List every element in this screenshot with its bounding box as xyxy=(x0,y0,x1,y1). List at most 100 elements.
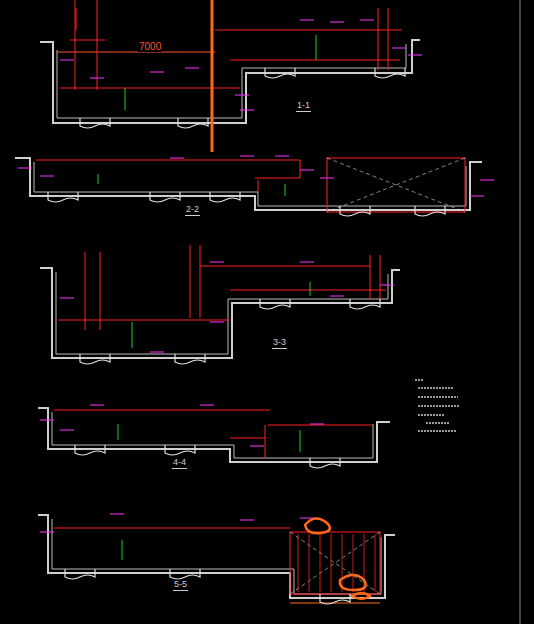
footing-pad xyxy=(165,445,195,455)
note-line xyxy=(418,405,460,407)
annotation-tick xyxy=(330,22,344,23)
annotation-tick xyxy=(470,196,484,197)
green-marker xyxy=(118,424,300,452)
section-outline xyxy=(52,412,373,458)
annotation-tick xyxy=(90,78,104,79)
note-line xyxy=(415,379,423,381)
annotation-tick xyxy=(110,514,124,515)
cut-line xyxy=(211,0,214,152)
annotation-tick xyxy=(170,158,184,159)
rebar-stroke xyxy=(375,534,376,592)
dimension-line xyxy=(57,52,215,53)
frame-line xyxy=(520,0,521,624)
footing-pad xyxy=(80,354,110,364)
rebar-stroke xyxy=(309,534,310,592)
section-label: 5-5 xyxy=(173,580,188,591)
dimension-text: 7000 xyxy=(138,41,162,52)
footing-pad xyxy=(150,192,180,202)
footing-pad xyxy=(310,458,340,468)
annotation-tick xyxy=(300,262,314,263)
green-marker xyxy=(122,540,123,560)
annotation-tick xyxy=(18,168,32,169)
note-line xyxy=(418,396,458,398)
footing-pad xyxy=(170,569,200,579)
rebar-line xyxy=(58,255,386,320)
rebar-stroke xyxy=(320,534,321,592)
annotation-tick xyxy=(60,60,74,61)
section-label: 1-1 xyxy=(296,101,311,112)
rebar-hatch xyxy=(298,534,375,592)
annotation-tick xyxy=(250,446,264,447)
footing-pad xyxy=(260,299,290,309)
annotation-tick xyxy=(320,178,334,179)
opening-box xyxy=(327,158,465,212)
rebar-line xyxy=(36,160,300,161)
annotation-tick xyxy=(300,170,314,171)
annotation-tick xyxy=(392,48,406,49)
opening-cross xyxy=(327,158,465,212)
section-outline xyxy=(34,162,466,206)
wall-rebar xyxy=(70,0,388,90)
footing-pad xyxy=(350,299,380,309)
rebar-line xyxy=(54,410,372,458)
footing-pad xyxy=(175,354,205,364)
section-outline xyxy=(56,272,388,354)
rebar-stroke xyxy=(342,534,343,592)
rebar-line xyxy=(255,160,300,192)
annotation-tick xyxy=(240,156,254,157)
footing-pad xyxy=(320,594,350,604)
annotation-tick xyxy=(40,420,54,421)
annotation-tick xyxy=(90,405,104,406)
notes-marks xyxy=(415,380,460,431)
section-label: 2-2 xyxy=(185,205,200,216)
green-marker xyxy=(125,35,316,110)
annotation-tick xyxy=(60,430,74,431)
annotation-tick xyxy=(408,55,422,56)
annotation-tick xyxy=(310,424,324,425)
footing-pad xyxy=(265,68,295,78)
green-marker xyxy=(98,174,285,196)
annotation-tick xyxy=(235,95,249,96)
section-outline xyxy=(57,44,406,118)
annotation-tick xyxy=(300,20,314,21)
annotation-tick xyxy=(240,110,254,111)
annotation-tick xyxy=(300,518,314,519)
note-line xyxy=(418,414,444,416)
column-rebar xyxy=(85,245,200,330)
annotation-tick xyxy=(60,298,74,299)
annotation-ticks xyxy=(18,20,494,532)
annotation-tick xyxy=(380,285,394,286)
footing-pad xyxy=(80,118,110,128)
footing-pad xyxy=(415,206,445,216)
footing-pad xyxy=(210,192,240,202)
footing-pads xyxy=(48,68,445,604)
annotation-tick xyxy=(480,180,494,181)
rebar-stroke xyxy=(353,534,354,592)
annotation-tick xyxy=(150,72,164,73)
footing-pad xyxy=(75,445,105,455)
rebar-stroke xyxy=(331,534,332,592)
note-line xyxy=(426,422,450,424)
green-marker xyxy=(132,282,310,348)
note-line xyxy=(418,387,454,389)
annotation-tick xyxy=(210,262,224,263)
rebar-line xyxy=(54,528,290,529)
annotation-tick xyxy=(200,405,214,406)
rebar-line xyxy=(230,60,400,61)
footing-pad xyxy=(48,192,78,202)
section-label: 3-3 xyxy=(272,338,287,349)
rebar-stroke xyxy=(298,534,299,592)
section-outline xyxy=(52,519,381,594)
annotation-tick xyxy=(210,322,224,323)
footing-pad xyxy=(340,206,370,216)
note-line xyxy=(418,430,456,432)
annotation-tick xyxy=(40,532,54,533)
annotation-tick xyxy=(185,68,199,69)
annotation-tick xyxy=(150,352,164,353)
section-outline xyxy=(15,158,482,210)
annotation-tick xyxy=(40,176,54,177)
section-outline xyxy=(40,268,400,358)
annotation-tick xyxy=(330,296,344,297)
